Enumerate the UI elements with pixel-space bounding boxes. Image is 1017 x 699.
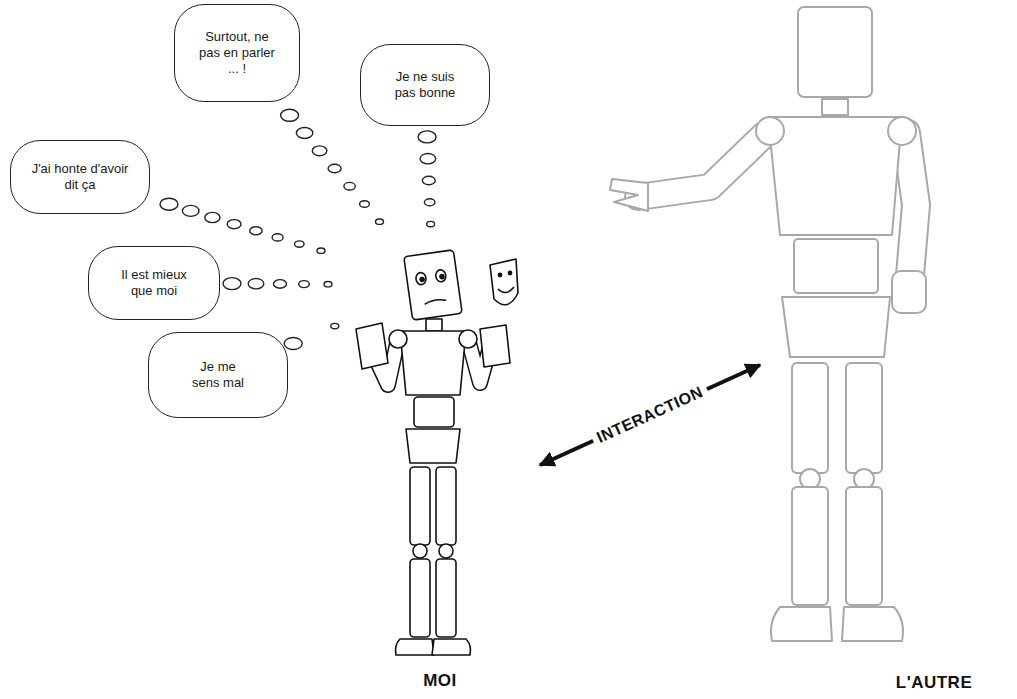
thought-text: Je ne suis pas bonne [385,69,465,102]
trail-dot [328,164,341,173]
trail-dot [274,280,287,289]
thought-text: Surtout, ne pas en parler ... ! [193,29,281,78]
trail-dot [427,221,435,226]
figure-label: MOI [340,671,540,691]
self-robot [356,250,518,655]
trail-dot [160,198,178,210]
thought-bubble: Je me sens mal [148,332,288,418]
figure-node: MOI [340,235,540,693]
thought-trail [281,109,384,224]
trail-dot [312,146,327,156]
trail-dot [418,131,436,143]
trail-dot [422,176,435,185]
thought-trail [223,278,332,290]
trail-dot [331,323,339,328]
trail-dot [360,201,370,208]
trail-dot [317,248,325,253]
other-robot [610,7,926,641]
trail-dot [272,234,283,241]
trail-dot [182,205,199,216]
trail-dot [227,220,241,229]
thought-bubble: Surtout, ne pas en parler ... ! [174,4,300,102]
trail-dot [223,278,241,290]
trail-dot [284,338,302,350]
arrow-label: INTERACTION [589,381,710,449]
thought-text: J'ai honte d'avoir dit ça [27,161,133,194]
trail-dot [420,154,436,164]
trail-dot [250,227,262,235]
thought-trail [284,323,339,349]
figure-label: L'AUTRE [865,673,1003,693]
trail-dot [248,279,264,289]
thought-bubble: Il est mieux que moi [88,246,220,320]
trail-dot [299,281,310,288]
thought-bubble: J'ai honte d'avoir dit ça [10,140,150,214]
trail-dot [344,182,355,190]
trail-dot [295,241,305,247]
thought-bubble: Je ne suis pas bonne [360,44,490,126]
trail-dot [205,212,220,222]
trail-dot [281,109,299,121]
arrow-line [540,365,760,465]
trail-dot [296,128,312,139]
trail-dot [324,282,332,287]
trail-dot [376,219,384,224]
thought-trail [418,131,436,227]
figure-node: L'AUTRE [760,5,1005,695]
thought-text: Il est mieux que moi [117,267,191,300]
interaction-arrow [540,365,760,465]
trail-dot [424,199,435,206]
thought-text: Je me sens mal [189,359,247,392]
